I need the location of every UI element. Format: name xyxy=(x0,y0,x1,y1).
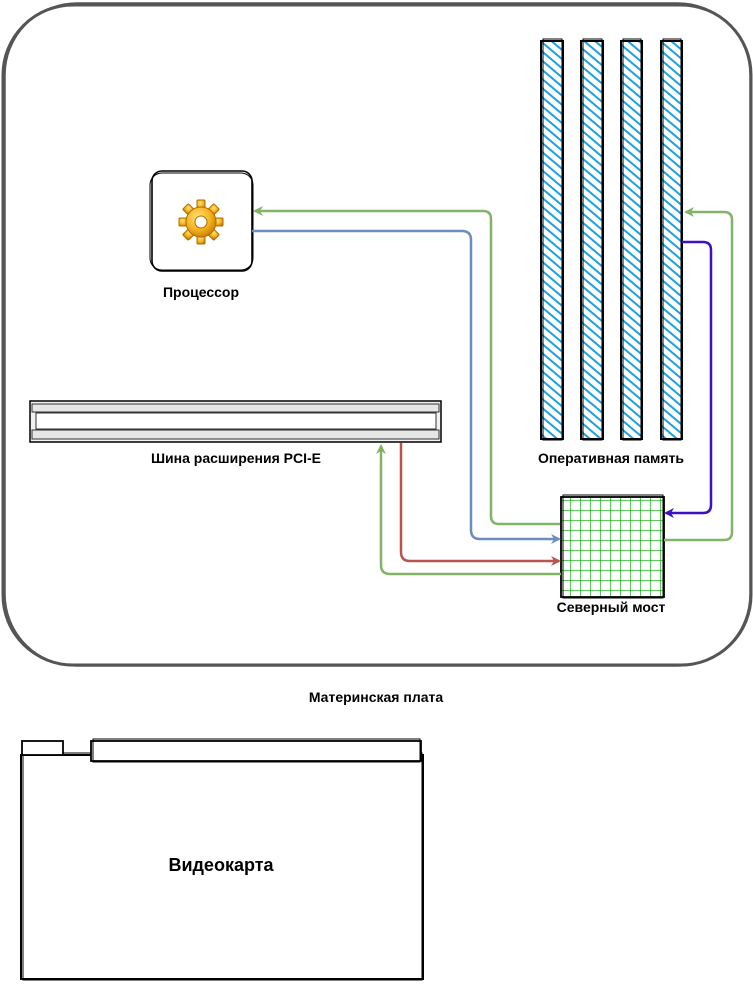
ram-sticks xyxy=(540,38,683,441)
graphics-card xyxy=(20,738,424,981)
ram-stick-4 xyxy=(660,38,683,441)
pcie-slot xyxy=(29,400,442,443)
pcie-bus-label: Шина расширения PCI-E xyxy=(150,450,322,466)
gear-icon xyxy=(178,199,224,245)
arrow-northbridge-to-processor xyxy=(253,206,560,526)
northbridge-label: Северный мост xyxy=(556,599,666,615)
arrow-northbridge-to-ram xyxy=(664,207,734,542)
processor-label: Процессор xyxy=(162,284,240,300)
motherboard-label: Материнская плата xyxy=(308,689,444,705)
gpu-label: Видеокарта xyxy=(168,855,274,875)
arrow-ram-to-northbridge xyxy=(664,240,713,518)
ram-label: Оперативная память xyxy=(537,450,685,466)
northbridge-chip xyxy=(560,494,665,599)
arrow-northbridge-to-pcie xyxy=(376,444,561,576)
ram-stick-3 xyxy=(620,38,643,441)
arrow-processor-to-northbridge xyxy=(252,229,561,544)
ram-stick-1 xyxy=(540,38,564,441)
motherboard-board xyxy=(1,2,753,667)
arrow-pcie-to-northbridge xyxy=(399,443,561,566)
ram-stick-2 xyxy=(580,38,604,441)
